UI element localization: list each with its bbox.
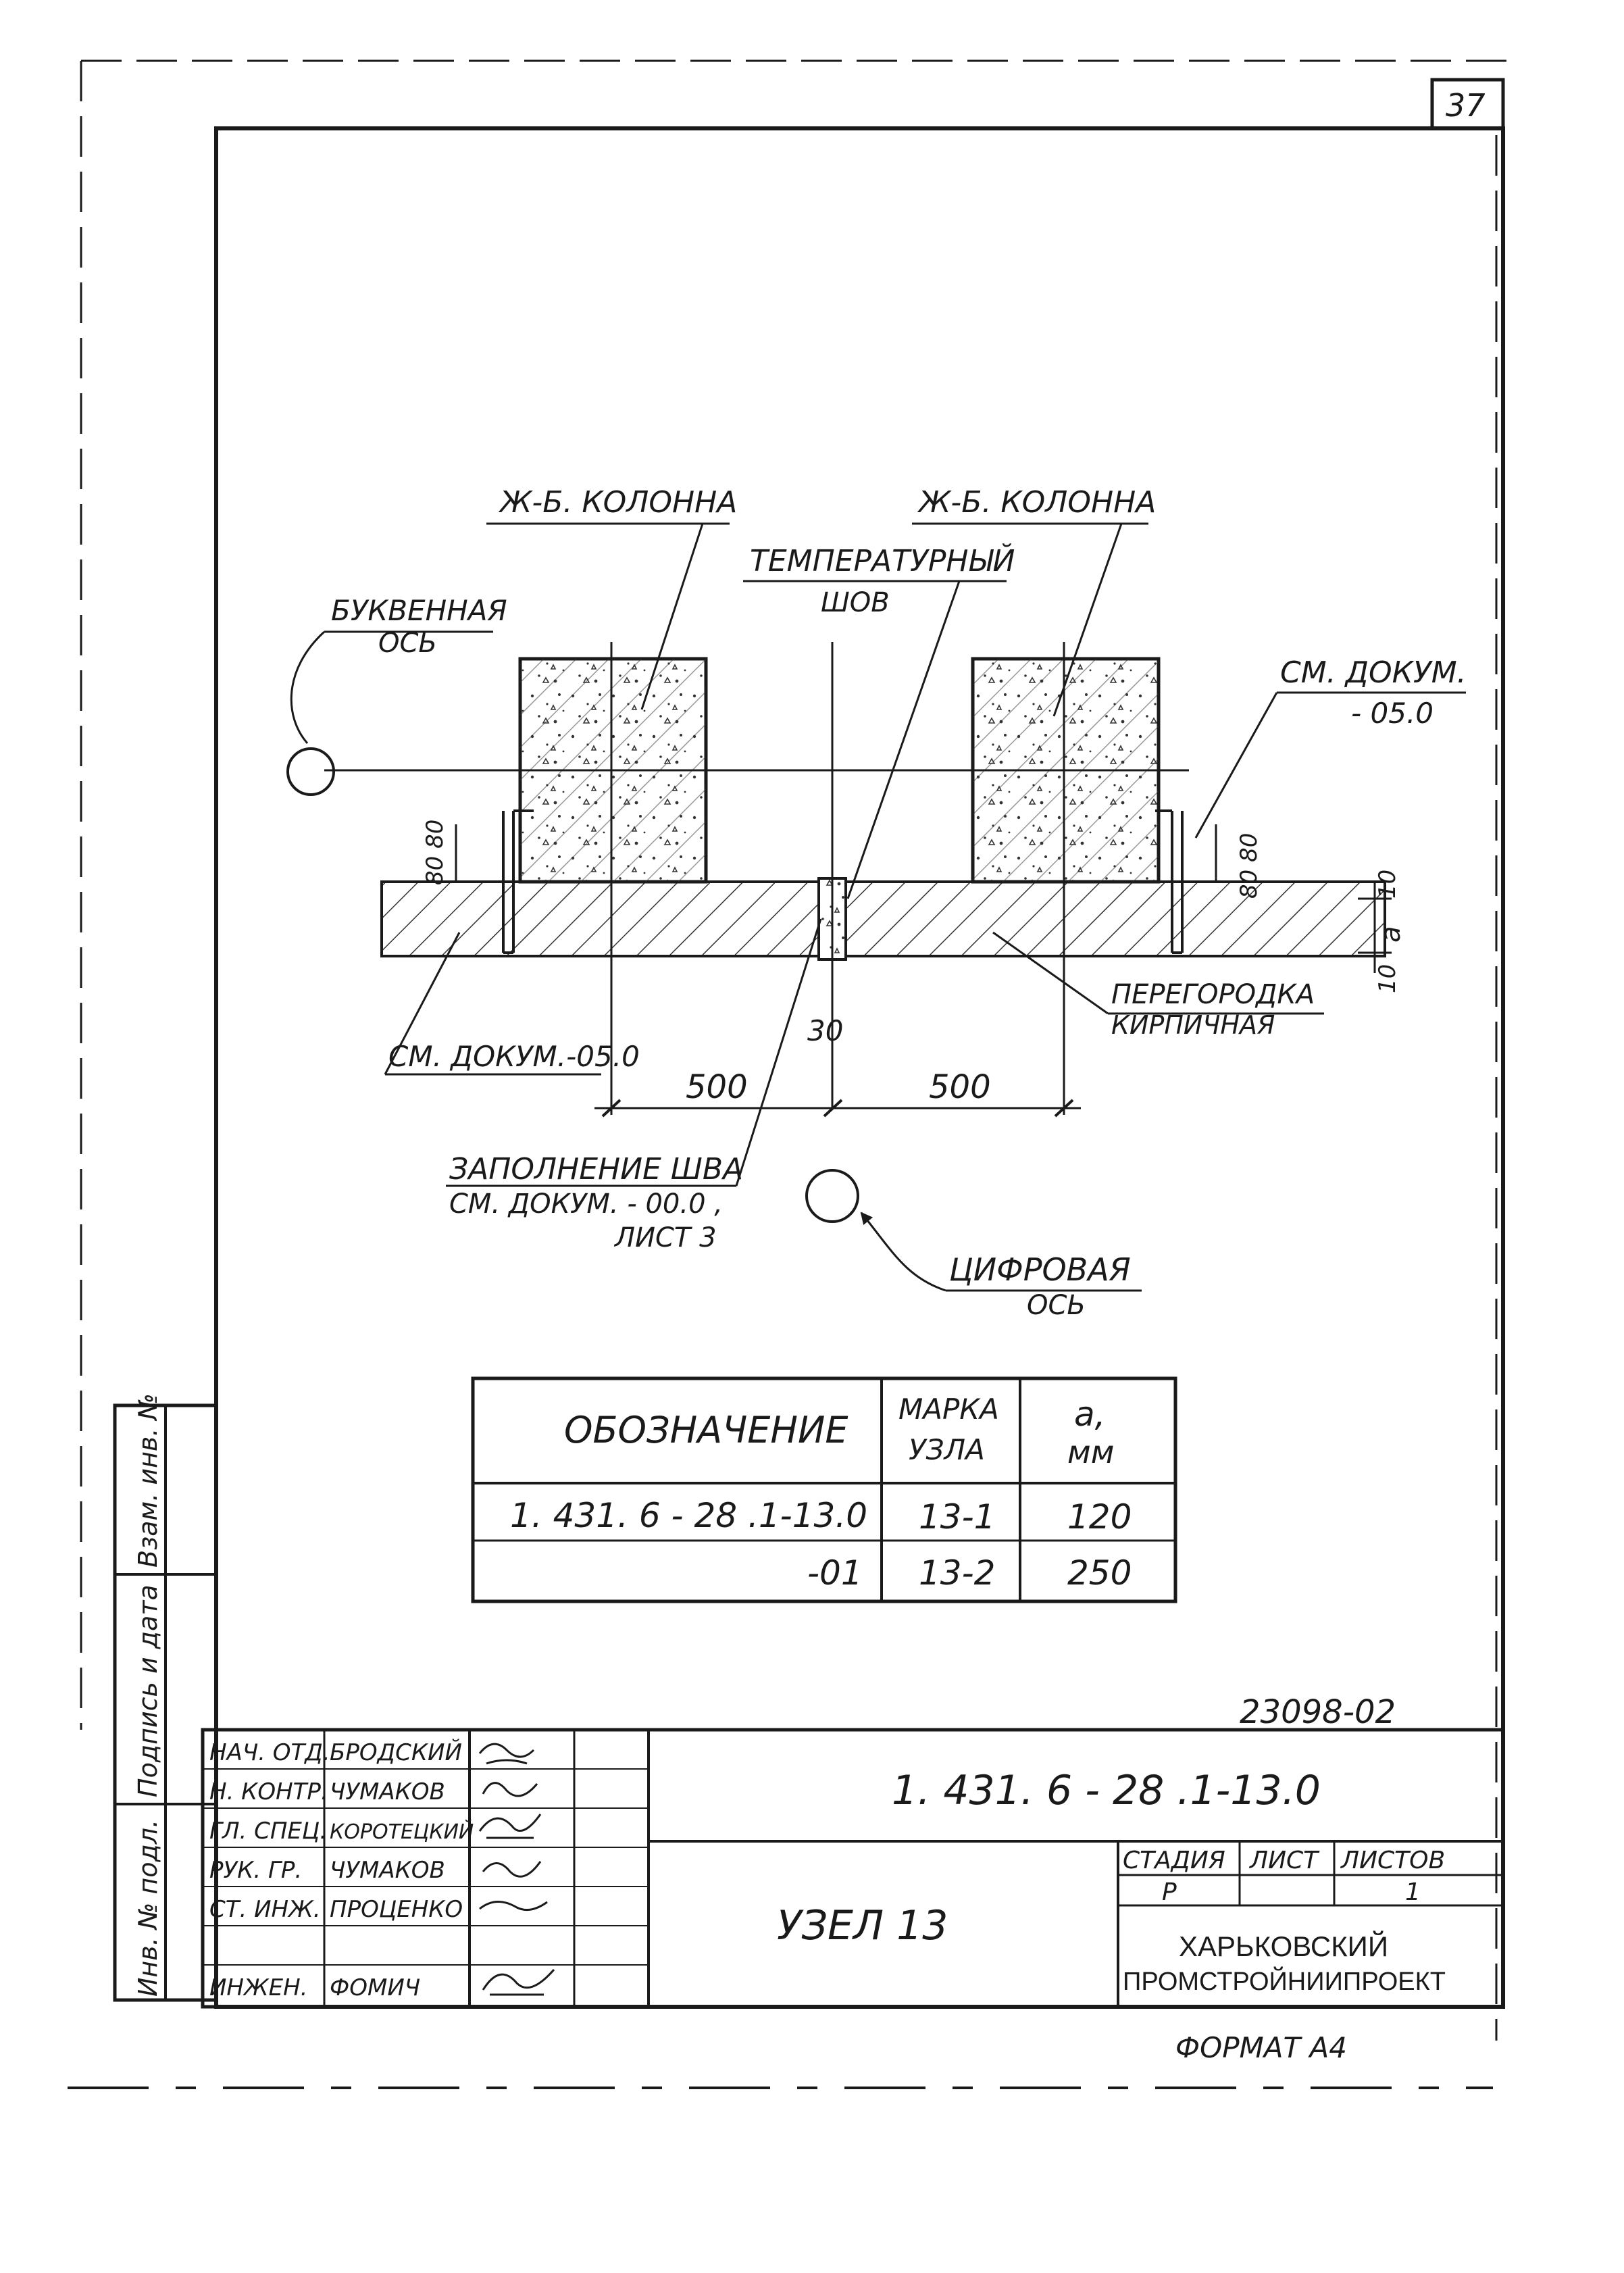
label-column-left: Ж-Б. КОЛОННА: [498, 485, 737, 520]
trim-line: [80, 59, 1513, 2041]
signature-1: [478, 1743, 535, 1765]
role-7: ИНЖЕН.: [209, 1974, 307, 2001]
label-digital-axis-1: ЦИФРОВАЯ: [949, 1251, 1131, 1288]
bracket-left: [502, 809, 534, 954]
brick-partition: [380, 880, 1386, 957]
label-letter-axis-1: БУКВЕННАЯ: [331, 594, 507, 627]
format-label: ФОРМАТ А4: [1175, 2031, 1347, 2064]
spec-table: [471, 1376, 1177, 1603]
signature-5: [479, 1901, 548, 1912]
dim-right-vertical: 80 80: [1236, 833, 1263, 899]
label-temp-joint-2: ШОВ: [821, 587, 890, 618]
spec-header-designation: ОБОЗНАЧЕНИЕ: [564, 1409, 848, 1451]
role-3: ГЛ. СПЕЦ.: [209, 1818, 327, 1845]
name-1: БРОДСКИЙ: [330, 1739, 462, 1766]
leader-see-doc-left: [384, 932, 601, 1076]
role-4: РУК. ГР.: [209, 1857, 302, 1884]
spec-header-a-1: a,: [1074, 1395, 1106, 1434]
dim-bottom-offset: 10: [1374, 964, 1401, 993]
label-see-doc-right-1: СМ. ДОКУМ.: [1280, 655, 1467, 690]
label-filling-3: ЛИСТ 3: [613, 1222, 717, 1253]
side-stamp-sign-date: Подпись и дата: [133, 1584, 163, 1797]
archive-number: 23098-02: [1240, 1693, 1396, 1731]
dimension-ticks: [601, 1099, 1074, 1118]
name-5: ПРОЦЕНКО: [330, 1896, 463, 1923]
label-see-doc-right-2: - 05.0: [1351, 697, 1433, 730]
spec-header-mark-2: УЗЛА: [909, 1433, 985, 1466]
dim-right-span: 500: [929, 1068, 991, 1106]
doc-code: 1. 431. 6 - 28 .1-13.0: [892, 1767, 1321, 1814]
spec-header-a-2: мм: [1067, 1434, 1114, 1470]
leader-column-left: [486, 522, 730, 710]
title-block: [201, 1728, 1505, 2009]
sheets-value: 1: [1405, 1878, 1421, 1906]
signature-4: [482, 1861, 542, 1878]
spec-row-1-a: 120: [1067, 1497, 1132, 1537]
page-number: 37: [1446, 87, 1486, 124]
dim-left-span: 500: [686, 1068, 748, 1106]
spec-header-mark-1: МАРКА: [898, 1393, 999, 1426]
dim-top-offset: 10: [1374, 870, 1401, 899]
label-column-right: Ж-Б. КОЛОННА: [917, 485, 1156, 520]
side-stamp: [113, 1403, 218, 2002]
spec-row-2-mark: 13-2: [919, 1553, 995, 1593]
leader-column-right: [912, 522, 1148, 717]
name-4: ЧУМАКОВ: [330, 1857, 445, 1884]
digital-axis-bubble: [805, 1169, 859, 1223]
org-name-2: ПРОМСТРОЙНИИПРОЕКТ: [1123, 1966, 1446, 1996]
label-temp-joint-1: ТЕМПЕРАТУРНЫЙ: [750, 543, 1015, 578]
sheets-label: ЛИСТОВ: [1340, 1847, 1445, 1874]
label-see-doc-left: СМ. ДОКУМ.-05.0: [388, 1040, 640, 1073]
label-partition-2: КИРПИЧНАЯ: [1111, 1010, 1275, 1040]
label-letter-axis-2: ОСЬ: [378, 628, 437, 659]
side-stamp-inv-orig: Инв. № подл.: [133, 1820, 163, 1997]
leader-partition: [992, 931, 1324, 1015]
leader-letter-axis: [290, 630, 493, 744]
name-7: ФОМИЧ: [330, 1974, 420, 2001]
bracket-right: [1155, 809, 1184, 954]
side-stamp-inv-repl: Взам. инв. №: [133, 1393, 163, 1568]
name-3: КОРОТЕЦКИЙ: [330, 1820, 474, 1844]
leader-see-doc-right: [1194, 691, 1466, 839]
role-1: НАЧ. ОТД.: [209, 1739, 330, 1766]
leader-temp-joint: [743, 580, 1007, 899]
label-filling-2: СМ. ДОКУМ. - 00.0 ,: [449, 1189, 723, 1220]
dim-thickness: a: [1375, 926, 1406, 943]
name-2: ЧУМАКОВ: [330, 1778, 445, 1805]
dim-left-vertical: 80 80: [422, 820, 449, 885]
leader-digital-axis: [861, 1213, 1142, 1292]
stage-value: Р: [1162, 1878, 1177, 1906]
role-5: СТ. ИНЖ.: [209, 1896, 321, 1923]
signature-2: [482, 1782, 538, 1797]
spec-row-1-designation: 1. 431. 6 - 28 .1-13.0: [510, 1496, 867, 1535]
spec-row-2-a: 250: [1067, 1553, 1132, 1593]
spec-row-2-designation: -01: [807, 1553, 863, 1593]
leader-filling: [446, 918, 822, 1187]
signature-7: [482, 1969, 555, 1996]
label-partition-1: ПЕРЕГОРОДКА: [1111, 979, 1315, 1010]
letter-axis-bubble: [286, 747, 335, 796]
stage-label: СТАДИЯ: [1123, 1847, 1225, 1874]
dim-joint-width: 30: [807, 1014, 843, 1047]
org-name-1: ХАРЬКОВСКИЙ: [1179, 1930, 1388, 1962]
node-drawing: [286, 522, 1466, 1292]
role-2: Н. КОНТР.: [209, 1778, 328, 1805]
label-digital-axis-2: ОСЬ: [1027, 1290, 1086, 1321]
spec-row-1-mark: 13-1: [919, 1497, 995, 1537]
label-filling-1: ЗАПОЛНЕНИЕ ШВА: [449, 1152, 743, 1187]
sheet-title: УЗЕЛ 13: [777, 1902, 948, 1949]
sheet-label: ЛИСТ: [1248, 1847, 1320, 1874]
signature-3: [478, 1814, 542, 1839]
page-number-box: [1430, 78, 1505, 130]
